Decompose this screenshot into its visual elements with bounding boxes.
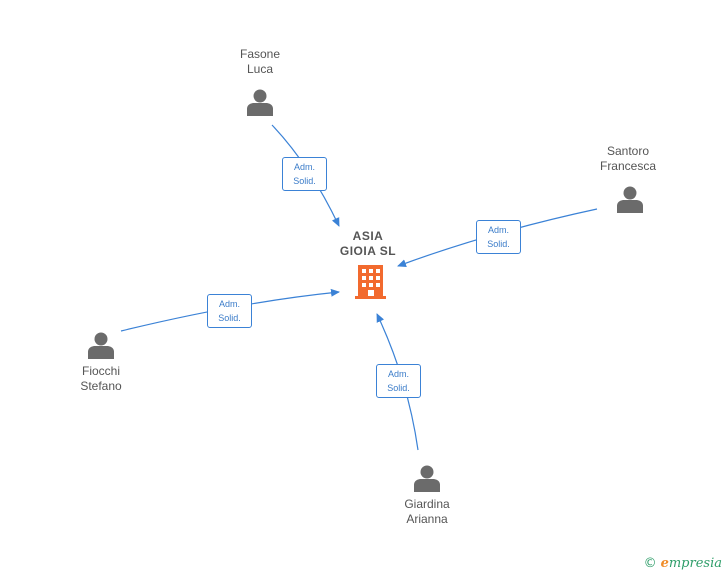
person-second-line: Arianna [406,512,448,526]
brand-initial: e [660,556,669,571]
company-name-line2: GIOIA SL [339,244,397,258]
person-first-line: Giardina [404,497,450,511]
company-name[interactable]: ASIA GIOIA SL [330,229,406,259]
role-box-giardina[interactable]: Adm. Solid. [376,364,421,398]
company-name-line1: ASIA [352,229,384,243]
person-first-line: Fasone [239,47,281,61]
brand-name: mpresia [668,556,722,571]
role-box-santoro[interactable]: Adm. Solid. [476,220,521,254]
person-icon [414,465,440,492]
person-first-line: Fiocchi [81,364,120,378]
person-icon [247,89,273,116]
person-second-line: Francesca [599,159,657,173]
role-line2: Solid. [218,313,241,323]
person-label-fasone[interactable]: Fasone Luca [220,47,300,77]
person-label-fiocchi[interactable]: Fiocchi Stefano [61,364,141,394]
person-icon [617,186,643,213]
building-icon [355,265,386,299]
role-line2: Solid. [293,176,316,186]
role-line1: Adm. [387,369,409,379]
person-first-line: Santoro [606,144,650,158]
person-label-santoro[interactable]: Santoro Francesca [585,144,671,174]
person-second-line: Stefano [80,379,122,393]
person-second-line: Luca [246,62,274,76]
person-label-giardina[interactable]: Giardina Arianna [384,497,470,527]
empresia-logo[interactable]: ©empresia [644,556,722,571]
person-icon [88,332,114,359]
role-line1: Adm. [218,299,240,309]
role-line2: Solid. [387,383,410,393]
role-line2: Solid. [487,239,510,249]
role-box-fiocchi[interactable]: Adm. Solid. [207,294,252,328]
role-box-fasone[interactable]: Adm. Solid. [282,157,327,191]
role-line1: Adm. [487,225,509,235]
copyright-icon: © [643,556,657,571]
role-line1: Adm. [293,162,315,172]
